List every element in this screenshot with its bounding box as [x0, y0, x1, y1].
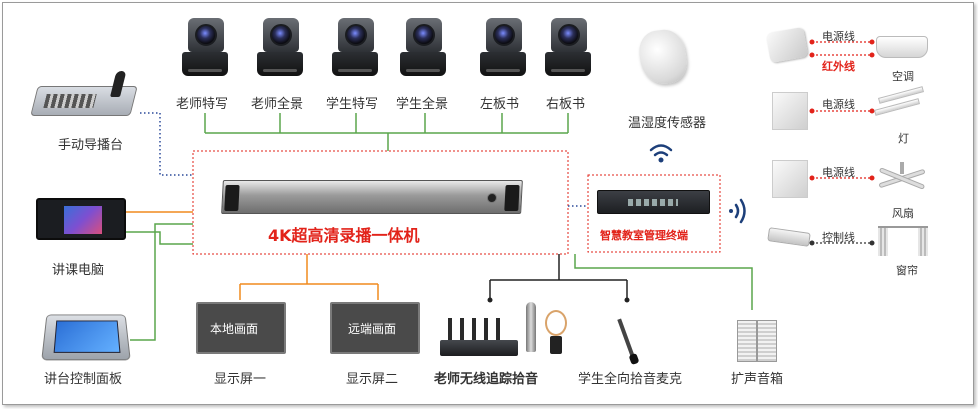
director-console-label: 手动导播台 [58, 138, 124, 153]
cable-label: 电源线 [822, 30, 855, 43]
cable-label: 控制线 [822, 231, 855, 244]
headset-mic-icon [545, 310, 567, 336]
bodypack-transmitter-icon [550, 336, 562, 354]
sensor-label: 温湿度传感器 [628, 116, 707, 131]
ptz-camera-icon [545, 18, 591, 78]
display-screen-2: 远端画面 [330, 302, 420, 354]
speaker-icon [737, 320, 757, 362]
terminal-label: 智慧教室管理终端 [600, 229, 688, 242]
ptz-camera-icon [480, 18, 526, 78]
appliance-cables [812, 41, 872, 179]
ptz-camera-icon [400, 18, 446, 78]
wifi-icon [649, 144, 673, 157]
recorder-host-device [221, 180, 523, 214]
camera-label: 学生特写 [326, 97, 379, 112]
speaker-link [574, 254, 753, 310]
control-panel-icon [41, 314, 131, 361]
screen-links [239, 254, 379, 300]
teaching-computer-label: 讲课电脑 [52, 263, 105, 278]
appliance-label: 灯 [898, 132, 909, 145]
host-label: 4K超高清录播一体机 [268, 226, 420, 245]
appliance-label: 风扇 [892, 207, 914, 220]
camera-bus [204, 113, 569, 151]
camera-label: 老师全景 [251, 97, 304, 112]
camera-label: 老师特写 [176, 97, 229, 112]
curtain-icon [878, 226, 928, 256]
ptz-camera-icon [257, 18, 303, 78]
light-controller-icon [772, 92, 808, 130]
handheld-mic-icon [526, 302, 536, 352]
speaker-icon [757, 320, 777, 362]
director-console-icon [30, 71, 138, 116]
wireless-mic-label: 老师无线追踪拾音 [434, 372, 539, 387]
ptz-camera-icon [182, 18, 228, 78]
display-screen-1: 本地画面 [196, 302, 286, 354]
camera-label: 学生全景 [396, 97, 449, 112]
ceiling-fan-icon [878, 162, 926, 196]
camera-label: 右板书 [546, 97, 586, 112]
student-mic-label: 学生全向拾音麦克 [578, 372, 683, 387]
teaching-computer-icon [36, 198, 126, 240]
wireless-mic-receiver-icon [440, 340, 518, 356]
appliance-label: 空调 [892, 70, 914, 83]
cable-label: 红外线 [822, 60, 855, 73]
cable-label: 电源线 [822, 166, 855, 179]
signal-icon [734, 198, 746, 224]
management-terminal-device [597, 190, 710, 214]
screen-label: 显示屏二 [346, 372, 399, 387]
fan-controller-icon [772, 160, 808, 198]
speaker-label: 扩声音箱 [731, 372, 784, 387]
appliance-label: 窗帘 [896, 264, 918, 277]
screen-text: 远端画面 [348, 322, 397, 336]
air-conditioner-icon [876, 36, 928, 58]
screen-label: 显示屏一 [214, 372, 267, 387]
gooseneck-mic-icon [448, 318, 502, 340]
left-links [125, 112, 193, 341]
ptz-camera-icon [332, 18, 378, 78]
control-panel-label: 讲台控制面板 [44, 372, 123, 387]
screen-text: 本地画面 [210, 322, 259, 336]
camera-label: 左板书 [480, 97, 520, 112]
audio-links [489, 254, 628, 300]
host-dashed-box [192, 150, 569, 255]
cable-label: 电源线 [822, 98, 855, 111]
terminal-dashed-box [587, 174, 721, 253]
